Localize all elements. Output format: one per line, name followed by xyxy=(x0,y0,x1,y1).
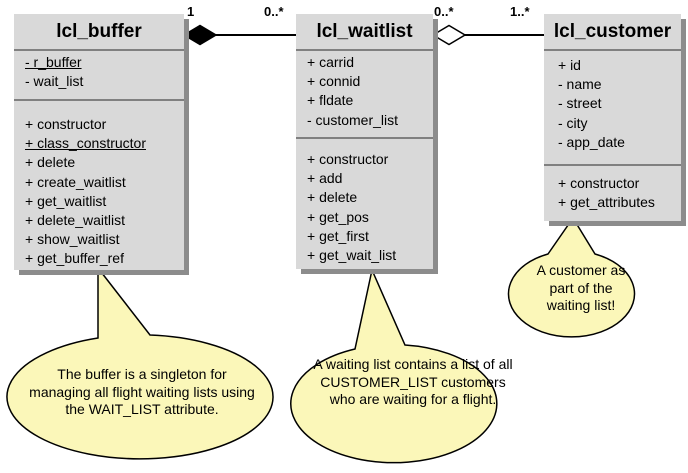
attribute-item: - street xyxy=(558,95,602,112)
method-item: + get_wait_list xyxy=(307,247,397,264)
note-waitlist-bubble xyxy=(290,267,498,464)
method-list: + constructor + class_constructor + dele… xyxy=(14,101,184,273)
method-item: + constructor xyxy=(307,151,389,167)
class-lcl-customer: lcl_customer + id - name - street - city… xyxy=(544,14,681,221)
attribute-item: + carrid xyxy=(307,54,355,70)
method-item: + class_constructor xyxy=(25,135,146,152)
multiplicity-waitlist-left: 0..* xyxy=(264,4,284,19)
method-item: + create_waitlist xyxy=(25,173,126,190)
class-name: lcl_buffer xyxy=(14,14,184,51)
attribute-item: - name xyxy=(558,76,602,93)
aggregation-diamond-icon xyxy=(431,24,467,46)
class-lcl-buffer: lcl_buffer - r_buffer - wait_list + cons… xyxy=(14,14,184,270)
note-buffer-bubble xyxy=(6,265,274,460)
attribute-item: - city xyxy=(558,114,588,131)
waitlist-customer-aggregation xyxy=(431,24,544,46)
attribute-item: + connid xyxy=(307,73,361,90)
method-item: + get_first xyxy=(307,227,369,244)
attribute-list: + id - name - street - city - app_date xyxy=(544,51,681,166)
attribute-list: + carrid + connid + fldate - customer_li… xyxy=(296,51,433,139)
note-customer: A customer as part of the waiting list! xyxy=(536,262,626,313)
multiplicity-buffer-end: 1 xyxy=(187,4,195,19)
method-item: + get_buffer_ref xyxy=(25,250,124,267)
multiplicity-waitlist-right: 0..* xyxy=(434,4,454,19)
note-customer-bubble xyxy=(507,216,636,338)
attribute-item: + id xyxy=(558,57,581,73)
class-name: lcl_customer xyxy=(544,14,681,51)
method-item: + delete xyxy=(25,154,76,171)
class-lcl-waitlist: lcl_waitlist + carrid + connid + fldate … xyxy=(296,14,433,269)
attribute-item: - wait_list xyxy=(25,73,84,90)
attribute-item: + fldate xyxy=(307,92,354,109)
class-name: lcl_waitlist xyxy=(296,14,433,51)
composition-diamond-icon xyxy=(182,24,218,46)
method-item: + delete xyxy=(307,189,358,206)
method-list: + constructor + get_attributes xyxy=(544,166,681,216)
method-item: + delete_waitlist xyxy=(25,212,126,229)
method-item: + show_waitlist xyxy=(25,231,120,248)
attribute-item: - app_date xyxy=(558,133,625,150)
method-item: + get_waitlist xyxy=(25,192,107,209)
attribute-item: - r_buffer xyxy=(25,54,82,70)
method-list: + constructor + add + delete + get_pos +… xyxy=(296,139,433,269)
method-item: + get_attributes xyxy=(558,194,655,211)
attribute-item: - customer_list xyxy=(307,111,399,128)
attribute-list: - r_buffer - wait_list xyxy=(14,51,184,101)
note-waitlist: A waiting list contains a list of all CU… xyxy=(313,356,513,407)
method-item: + constructor xyxy=(558,175,640,191)
method-item: + get_pos xyxy=(307,208,369,225)
multiplicity-customer-end: 1..* xyxy=(510,4,530,19)
method-item: + constructor xyxy=(25,116,107,132)
buffer-waitlist-composition xyxy=(182,24,296,46)
method-item: + add xyxy=(307,170,343,187)
note-buffer: The buffer is a singleton for managing a… xyxy=(29,366,255,417)
